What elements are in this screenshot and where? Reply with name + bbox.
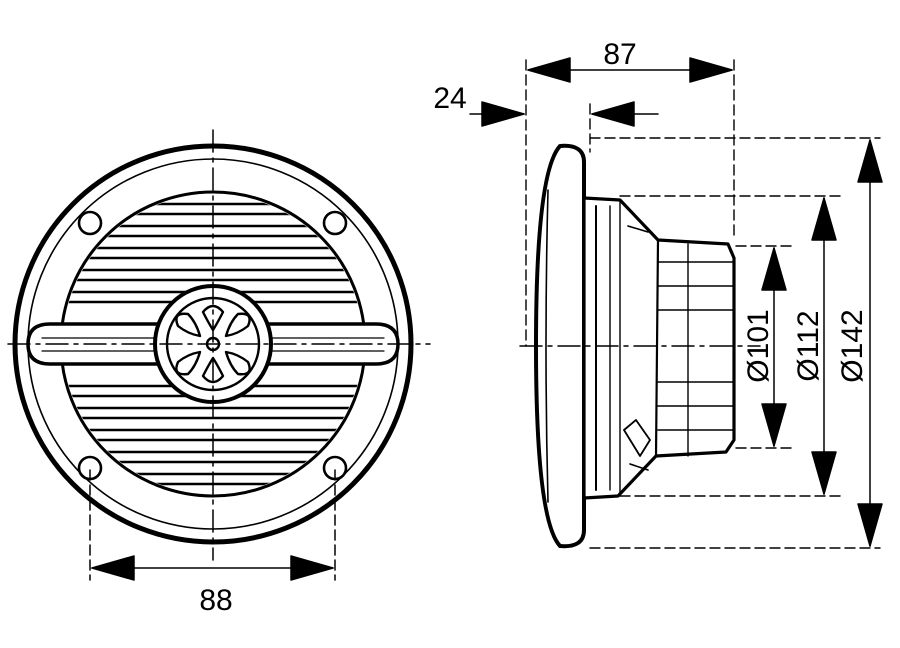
dim-dia-112 — [811, 197, 837, 495]
dim-dia-142 — [857, 139, 883, 547]
side-basket — [582, 196, 736, 500]
magnet-ridges — [657, 261, 735, 431]
mount-hole-top-right — [322, 210, 348, 236]
hub-petals — [175, 304, 251, 384]
label-dia-112: Ø112 — [792, 310, 825, 381]
label-dia-101: Ø101 — [742, 309, 775, 382]
label-87: 87 — [603, 38, 636, 71]
label-24: 24 — [433, 82, 466, 115]
side-extension-lines — [525, 59, 881, 549]
side-view — [469, 57, 883, 549]
label-88: 88 — [199, 584, 232, 617]
dim-24 — [469, 101, 659, 127]
front-view — [7, 129, 431, 581]
dim-88 — [89, 469, 336, 581]
dim-dia-101 — [761, 247, 787, 447]
mount-hole-top-left — [77, 210, 103, 236]
label-dia-142: Ø142 — [836, 309, 869, 382]
dim-87 — [527, 57, 733, 83]
front-centerlines — [7, 129, 431, 561]
